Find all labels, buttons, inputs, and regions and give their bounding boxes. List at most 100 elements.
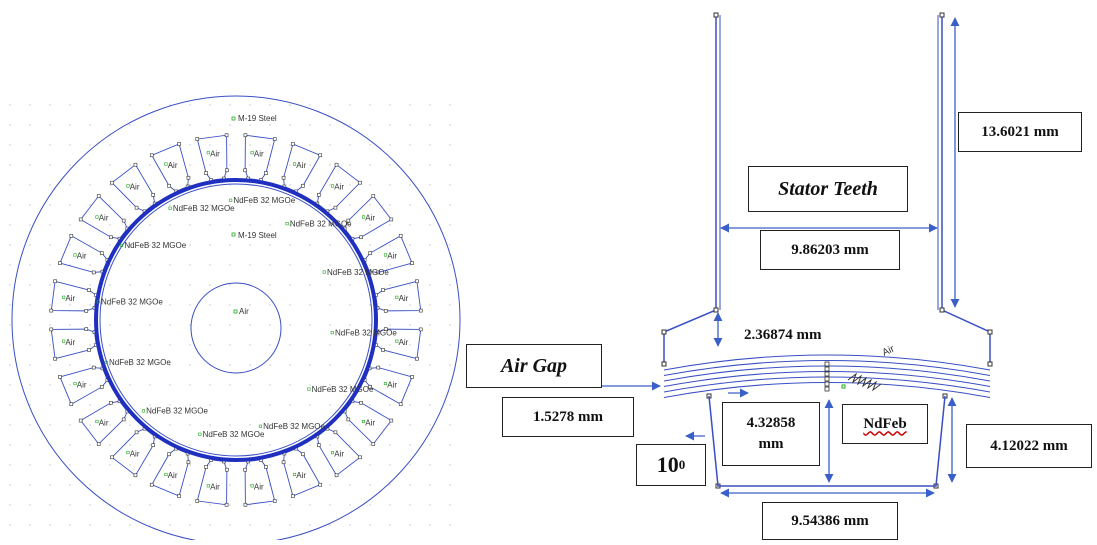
slot-node bbox=[389, 217, 394, 222]
slot-node bbox=[87, 288, 91, 292]
slot-node bbox=[371, 442, 376, 446]
slot-node bbox=[186, 175, 191, 180]
slot-label: Air bbox=[65, 294, 75, 303]
slot-label: Air bbox=[387, 252, 397, 261]
rotor-material-label: M-19 Steel bbox=[231, 231, 277, 240]
tip-height-text: 2.36874 mm bbox=[744, 326, 822, 343]
slot-node bbox=[84, 327, 89, 331]
slot-node bbox=[109, 235, 113, 240]
slot-node bbox=[264, 171, 268, 175]
dimension-arrows bbox=[601, 17, 960, 498]
magnet-marker bbox=[120, 243, 124, 247]
slot-label: Air bbox=[130, 449, 140, 458]
slot-node bbox=[99, 251, 104, 255]
slot-node bbox=[358, 455, 362, 460]
slot-label: Air bbox=[296, 161, 306, 170]
slot-marker bbox=[95, 419, 99, 424]
slot-node bbox=[346, 218, 351, 223]
shaft-circle bbox=[190, 282, 282, 374]
tooth-height-text: 13.6021 mm bbox=[981, 123, 1059, 140]
slot-node bbox=[204, 171, 208, 175]
slot-node bbox=[318, 153, 323, 158]
slot-node bbox=[121, 218, 126, 223]
slot-node bbox=[121, 417, 126, 422]
slot-node bbox=[149, 153, 154, 158]
magnet-label: NdFeB 32 MGOe bbox=[124, 241, 186, 250]
slot-label: Air bbox=[168, 471, 178, 480]
slot-node bbox=[318, 482, 323, 487]
magnet-label: NdFeB 32 MGOe bbox=[203, 430, 265, 439]
slot-node bbox=[376, 270, 381, 275]
slot-node bbox=[334, 473, 339, 478]
slot-marker bbox=[383, 253, 388, 257]
slot-node bbox=[78, 217, 83, 222]
slot-node bbox=[204, 465, 208, 469]
slot-label: Air bbox=[99, 214, 109, 223]
slot-node bbox=[301, 183, 305, 188]
slot-node bbox=[53, 356, 57, 361]
magnet-label: NdFeB 32 MGOe bbox=[290, 219, 352, 228]
slot-node bbox=[291, 142, 295, 146]
magnet-label: NdFeB 32 MGOe bbox=[263, 422, 325, 431]
slot-node bbox=[346, 417, 351, 422]
slot-node bbox=[151, 443, 156, 447]
shaft-label-text: Air bbox=[239, 307, 249, 316]
slot-marker bbox=[73, 253, 77, 257]
slot-marker bbox=[95, 215, 99, 219]
slot-marker bbox=[206, 151, 210, 155]
slot-node bbox=[243, 502, 248, 507]
tooth-width-label: 9.86203 mm bbox=[760, 230, 900, 270]
magnet-width-text: 9.54386 mm bbox=[791, 512, 869, 529]
magnet-outline bbox=[708, 395, 946, 487]
slot-node bbox=[69, 233, 74, 238]
magnet-depth-text: 4.32858 mm bbox=[746, 415, 796, 452]
shaft-label: Air bbox=[233, 307, 249, 316]
magnet-label: NdFeB 32 MGOe bbox=[109, 358, 171, 367]
slot-node bbox=[383, 309, 388, 313]
slot-label: Air bbox=[334, 449, 344, 458]
slot-label: Air bbox=[399, 338, 409, 347]
slot-node bbox=[371, 194, 376, 198]
slot-node bbox=[398, 402, 403, 407]
slot-node bbox=[167, 452, 171, 457]
slot-marker bbox=[383, 381, 388, 386]
slot-node bbox=[243, 467, 247, 472]
slot-node bbox=[195, 499, 200, 503]
slot-node bbox=[195, 137, 200, 141]
slot-node bbox=[96, 442, 101, 446]
stator-teeth-text: Stator Teeth bbox=[778, 177, 878, 200]
slot-node bbox=[381, 348, 385, 352]
slot-node bbox=[149, 482, 154, 487]
node-stack bbox=[824, 361, 830, 392]
slot-marker bbox=[126, 184, 130, 188]
slot-label: Air bbox=[77, 252, 87, 261]
magnet-height-text: 4.12022 mm bbox=[990, 437, 1068, 454]
magnet-depth-label: 4.32858 mm bbox=[722, 402, 820, 466]
slot-node bbox=[272, 137, 277, 141]
magnet-label: NdFeB 32 MGOe bbox=[312, 385, 374, 394]
tooth-width-text: 9.86203 mm bbox=[791, 241, 869, 258]
magnet-height-label: 4.12022 mm bbox=[966, 424, 1092, 468]
stator-tooth-outline bbox=[663, 15, 991, 364]
slot-node bbox=[133, 162, 138, 167]
slot-marker bbox=[206, 484, 210, 488]
magnet-marker bbox=[96, 300, 100, 304]
slot-node bbox=[410, 375, 414, 379]
air-gap-dim-text: 1.5278 mm bbox=[533, 408, 603, 425]
slot-label: Air bbox=[77, 380, 87, 389]
slot-label: Air bbox=[210, 483, 220, 492]
slot-node bbox=[334, 162, 339, 167]
slot-node bbox=[91, 365, 96, 370]
slot-node bbox=[99, 385, 104, 389]
slot-marker bbox=[292, 472, 297, 477]
slot-label: Air bbox=[254, 149, 264, 158]
slot-node bbox=[410, 261, 414, 265]
rotor-material-text: M-19 Steel bbox=[238, 231, 277, 240]
slot-marker bbox=[126, 450, 130, 455]
slot-node bbox=[398, 233, 403, 238]
slot-node bbox=[110, 180, 114, 185]
